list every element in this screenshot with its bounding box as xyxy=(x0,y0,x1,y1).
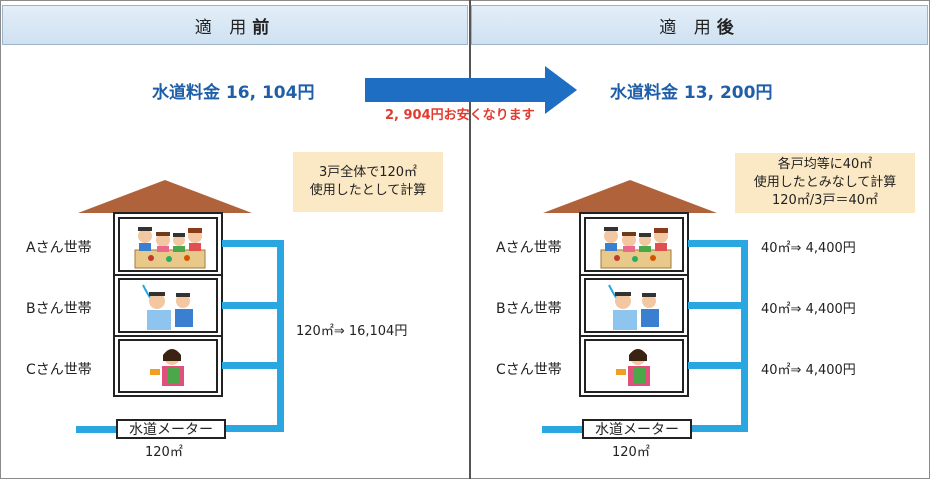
note-before: 3戸全体で120㎡ 使用したとして計算 xyxy=(293,152,443,212)
meter-value-after: 120㎡ xyxy=(612,445,650,460)
fee-after: 水道料金 13, 200円 xyxy=(610,83,773,103)
note-after: 各戸均等に40㎡ 使用したとみなして計算 120㎡/3戸＝40㎡ xyxy=(735,153,915,213)
household-b-after: Bさん世帯 xyxy=(496,301,562,317)
usage-b-after: 40㎡⇒ 4,400円 xyxy=(761,302,856,317)
header-before-prefix: 適 用 xyxy=(194,17,253,38)
savings-text: 2, 904円お安くなります xyxy=(385,108,535,123)
savings-arrow-icon xyxy=(365,66,577,114)
pipes-after xyxy=(542,240,748,433)
woman-illustration-icon-before xyxy=(150,349,184,386)
column-divider xyxy=(469,0,471,479)
header-after-prefix: 適 用 xyxy=(659,17,717,38)
household-a-before: Aさん世帯 xyxy=(26,240,92,256)
note-after-line-1: 各戸均等に40㎡ xyxy=(777,157,873,172)
family-illustration-icon-before xyxy=(134,227,206,269)
header-after: 適 用 後 xyxy=(471,5,928,45)
header-after-emph: 後 xyxy=(716,17,740,38)
note-after-line-2: 使用したとみなして計算 xyxy=(753,175,897,190)
person-drinking-illustration-icon-after xyxy=(608,284,659,330)
water-meter-after: 水道メーター xyxy=(582,419,692,439)
household-c-before: Cさん世帯 xyxy=(26,362,92,378)
fee-before: 水道料金 16, 104円 xyxy=(152,83,315,103)
roof-before xyxy=(78,180,252,213)
note-before-line-1: 3戸全体で120㎡ xyxy=(318,165,418,180)
usage-c-after: 40㎡⇒ 4,400円 xyxy=(761,363,856,378)
family-illustration-icon-after xyxy=(600,227,672,269)
meter-value-before: 120㎡ xyxy=(145,445,183,460)
roof-after xyxy=(543,180,717,213)
water-meter-before: 水道メーター xyxy=(116,419,226,439)
header-before: 適 用 前 xyxy=(2,5,468,45)
total-usage-before: 120㎡⇒ 16,104円 xyxy=(296,324,408,339)
note-after-line-3: 120㎡/3戸＝40㎡ xyxy=(771,193,878,208)
household-a-after: Aさん世帯 xyxy=(496,240,562,256)
household-c-after: Cさん世帯 xyxy=(496,362,562,378)
person-drinking-illustration-icon-before xyxy=(142,284,193,330)
note-before-line-2: 使用したとして計算 xyxy=(309,183,427,198)
household-b-before: Bさん世帯 xyxy=(26,301,92,317)
pipes-before xyxy=(76,240,284,433)
header-before-emph: 前 xyxy=(252,17,276,38)
usage-a-after: 40㎡⇒ 4,400円 xyxy=(761,241,856,256)
woman-illustration-icon-after xyxy=(616,349,650,386)
